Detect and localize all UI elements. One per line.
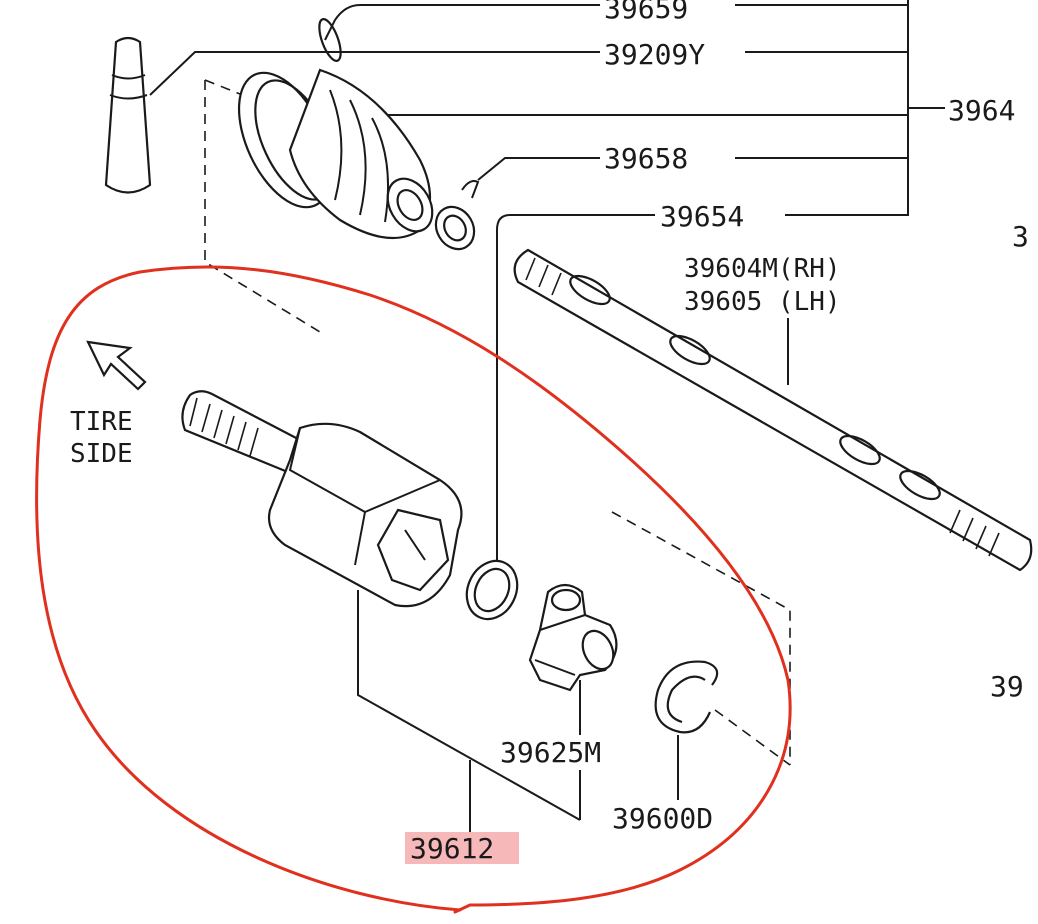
label-39654: 39654	[660, 200, 744, 233]
label-3964x: 3964	[948, 94, 1015, 127]
highlight-circle	[35, 265, 792, 914]
spider-assembly-icon	[528, 583, 618, 692]
label-39658: 39658	[604, 142, 688, 175]
label-39659: 39659	[604, 0, 688, 25]
drive-shaft-icon	[513, 248, 1033, 572]
label-39612: 39612	[410, 832, 494, 865]
part-number-labels: 39659 39209Y 3964 39658 39654 39604M(RH)…	[70, 0, 1029, 835]
boot-icon	[237, 18, 434, 240]
circlip-icon	[654, 660, 719, 734]
highlight-39612: 39612	[405, 832, 519, 865]
tire-side-line1: TIRE	[70, 407, 133, 437]
label-edge-right-2: 39	[990, 670, 1024, 703]
leader-lines	[149, 0, 945, 832]
label-39625m: 39625M	[500, 736, 601, 769]
label-edge-right-1: 3	[1012, 220, 1029, 253]
joint-housing-icon	[181, 390, 463, 608]
tire-side-line2: SIDE	[70, 439, 133, 469]
label-39605: 39605 (LH)	[684, 287, 841, 317]
highlight-box	[405, 832, 519, 864]
boot-band-icon	[434, 180, 480, 251]
grease-tube-icon	[104, 36, 152, 194]
snap-ring-icon	[465, 559, 519, 621]
tire-side-arrow-icon	[86, 340, 147, 391]
label-39209y: 39209Y	[604, 38, 705, 71]
label-39604m: 39604M(RH)	[684, 254, 841, 284]
label-39600d: 39600D	[612, 802, 713, 835]
